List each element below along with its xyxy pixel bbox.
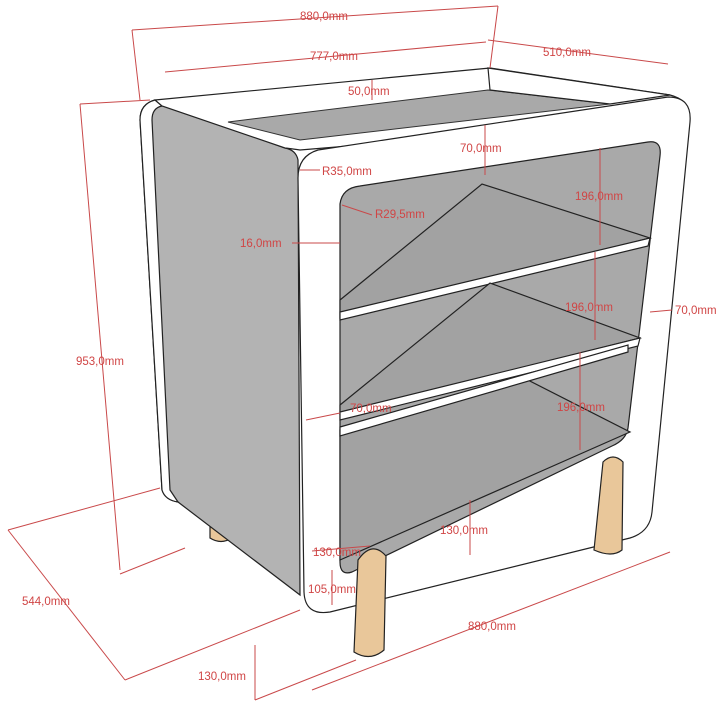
label-overall-height: 953,0mm	[76, 356, 124, 368]
label-overall-depth: 544,0mm	[22, 596, 70, 608]
label-leg-inset: 130,0mm	[313, 547, 361, 559]
shelf-2-edge	[339, 337, 641, 421]
label-bottom-rail: 130,0mm	[440, 525, 488, 537]
label-leg-offset: 105,0mm	[308, 584, 356, 596]
label-shelf-gap-3: 196,0mm	[557, 402, 605, 414]
left-side-panel	[139, 99, 301, 597]
label-panel-thickness: 16,0mm	[240, 238, 282, 250]
label-back-rail: 50,0mm	[348, 86, 390, 98]
label-inner-radius: R29,5mm	[375, 209, 425, 221]
label-shelf-gap-2: 196,0mm	[565, 302, 613, 314]
label-leg-height: 130,0mm	[198, 671, 246, 683]
label-overall-width-bottom: 880,0mm	[468, 621, 516, 633]
label-depth-top: 510,0mm	[543, 47, 591, 59]
shelf-1-edge	[339, 237, 651, 321]
front-left-leg	[353, 548, 387, 658]
shelf-3-edge	[339, 344, 629, 437]
dimension-lines	[7, 5, 673, 701]
label-shelf-gap-1: 196,0mm	[575, 191, 623, 203]
back-rail	[487, 67, 671, 105]
label-right-side-width: 70,0mm	[675, 305, 717, 317]
label-top-thickness: 70,0mm	[460, 143, 502, 155]
front-right-leg	[593, 456, 624, 555]
left-side-edge	[139, 99, 180, 503]
label-outer-radius: R35,0mm	[322, 166, 372, 178]
label-inner-width: 777,0mm	[310, 51, 358, 63]
label-overall-width-top: 880,0mm	[300, 11, 348, 23]
label-left-side-width: 70,0mm	[350, 403, 392, 415]
